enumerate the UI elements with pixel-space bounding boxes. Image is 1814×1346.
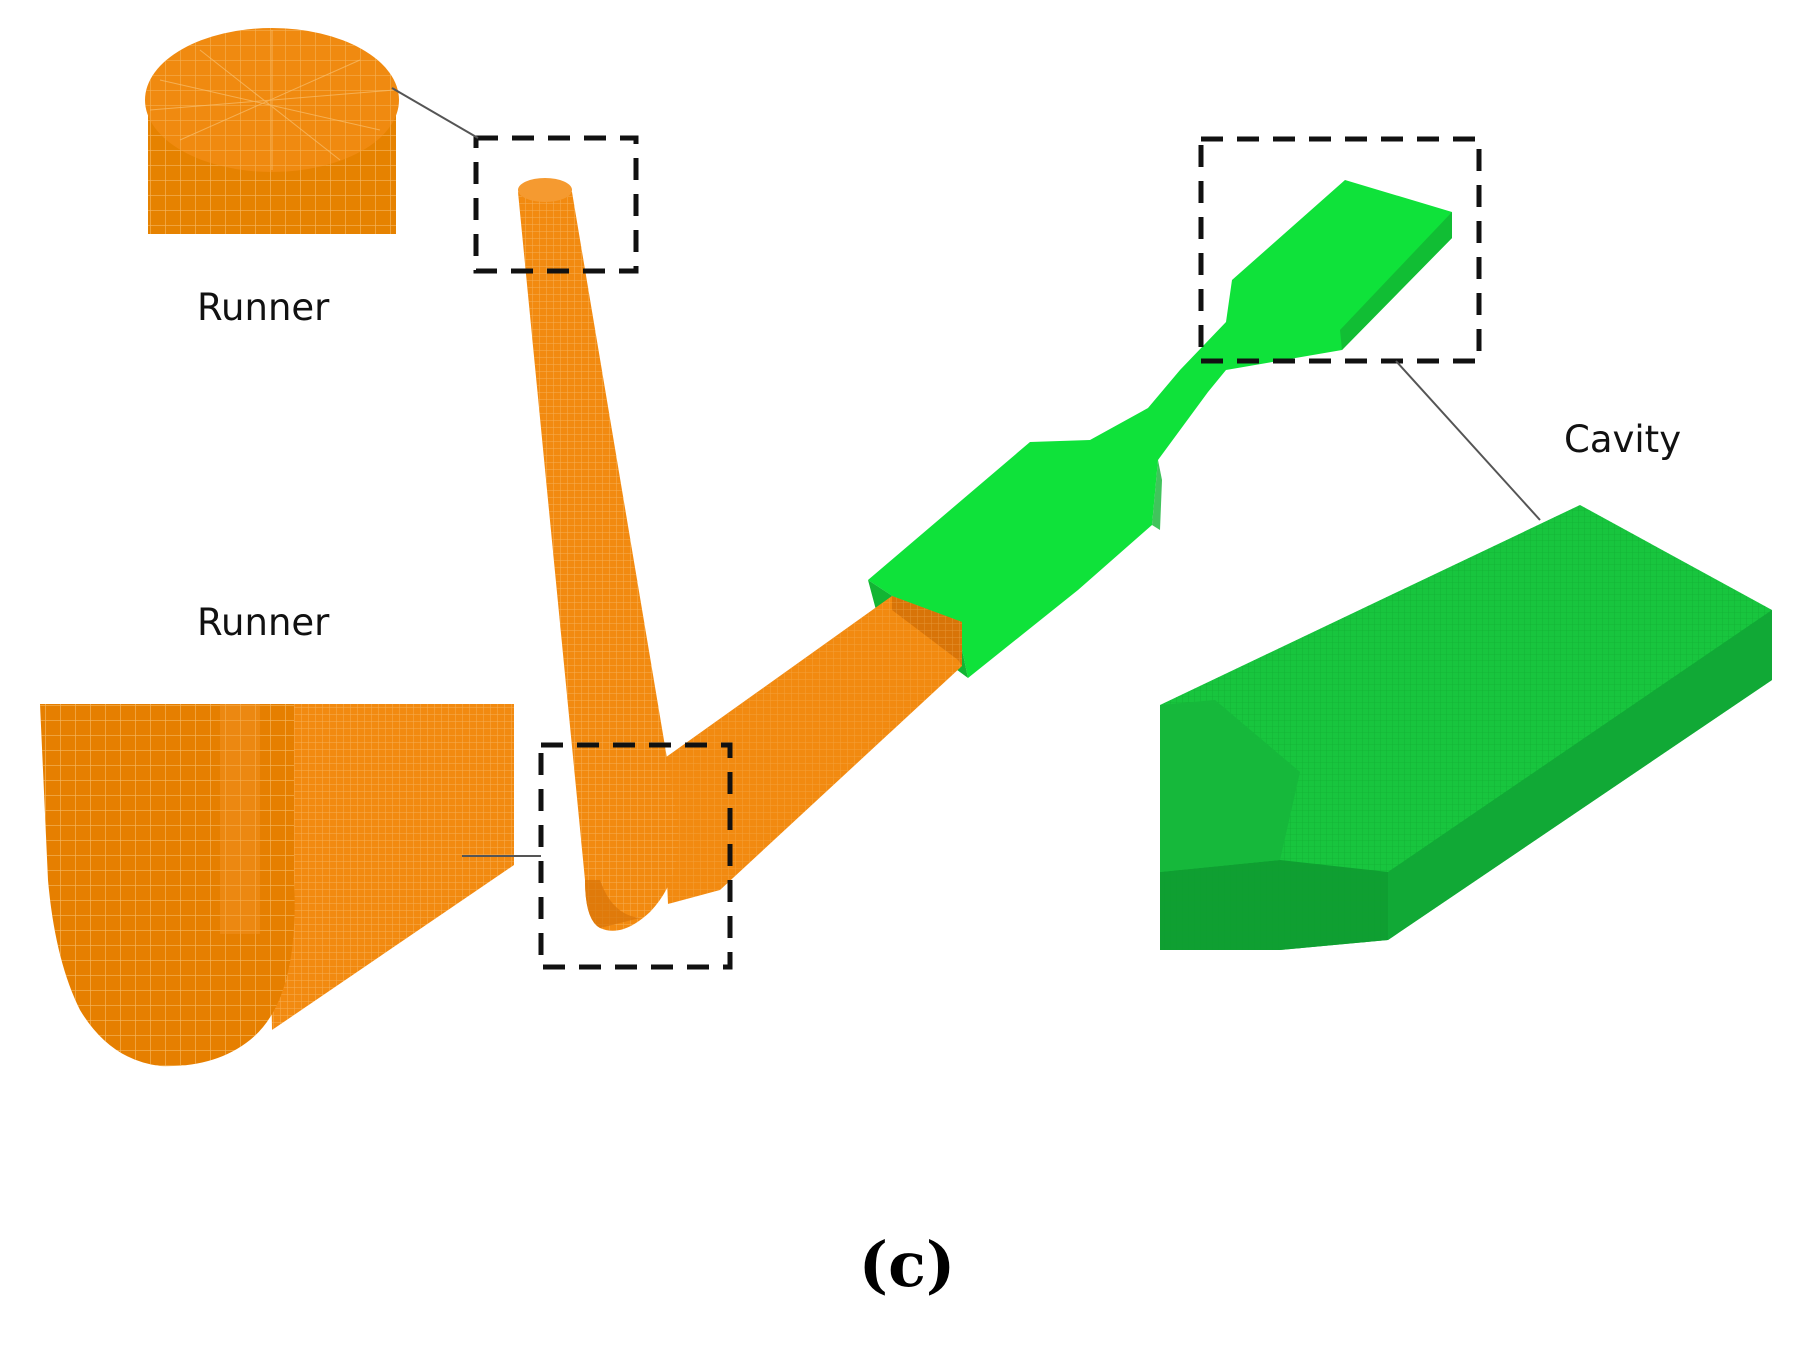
runner-top-leader-line xyxy=(391,87,479,139)
runner-bottom-label: Runner xyxy=(197,601,330,644)
runner-bottom-highlight-box xyxy=(538,742,733,970)
cavity-leader-line xyxy=(1395,360,1541,521)
runner-top-inset xyxy=(145,28,399,234)
runner-vertical xyxy=(518,178,679,931)
runner-bottom-inset xyxy=(40,704,514,1067)
cavity-end-inset xyxy=(1160,505,1772,950)
cavity-label: Cavity xyxy=(1564,418,1682,461)
figure-caption: (c) xyxy=(858,1228,956,1301)
cavity-main-body xyxy=(868,180,1452,678)
runner-horizontal xyxy=(662,596,962,904)
runner-top-label: Runner xyxy=(197,286,330,329)
runner-top-highlight-box xyxy=(473,135,639,274)
